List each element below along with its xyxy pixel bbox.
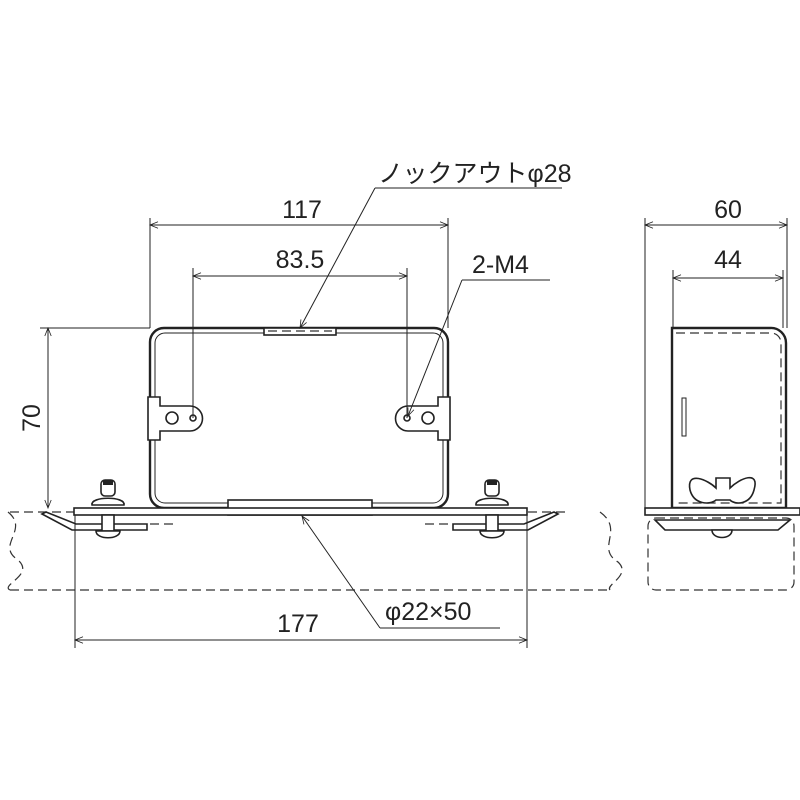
mounting-ear-left — [147, 396, 204, 441]
wall-outline-side — [647, 517, 795, 591]
callout-pipe: φ22×50 — [301, 515, 500, 629]
hole-right-large — [421, 411, 435, 425]
callout-screw-label: 2-M4 — [472, 251, 529, 279]
hole-left-large — [165, 411, 179, 425]
dimension-117: 117 — [148, 196, 450, 328]
dimension-177: 177 — [73, 515, 529, 648]
dim-label-83-5: 83.5 — [276, 246, 325, 274]
callout-pipe-label: φ22×50 — [385, 598, 471, 626]
dim-label-117: 117 — [282, 196, 322, 224]
switch-box-side — [644, 326, 800, 591]
dim-label-177: 177 — [277, 610, 319, 638]
callout-knockout: ノックアウトφ28 — [299, 160, 572, 329]
callout-screw: 2-M4 — [407, 251, 550, 418]
mounting-plate-side — [644, 507, 800, 516]
mounting-plate-front — [40, 507, 560, 531]
callout-knockout-label: ノックアウトφ28 — [378, 160, 572, 188]
wing-bolt-left — [91, 479, 125, 539]
dimension-60: 60 — [643, 196, 789, 508]
wing-bolt-right — [475, 479, 509, 539]
bracket-wing-right — [452, 511, 560, 531]
dim-label-44: 44 — [714, 246, 742, 274]
dimension-70: 70 — [18, 326, 150, 510]
bracket-wing-left — [40, 511, 148, 531]
dimension-83-5: 83.5 — [191, 246, 409, 418]
wing-nut-side — [688, 476, 756, 504]
dimension-44: 44 — [671, 246, 785, 328]
dim-label-70: 70 — [18, 404, 46, 432]
dim-label-60: 60 — [714, 196, 742, 224]
